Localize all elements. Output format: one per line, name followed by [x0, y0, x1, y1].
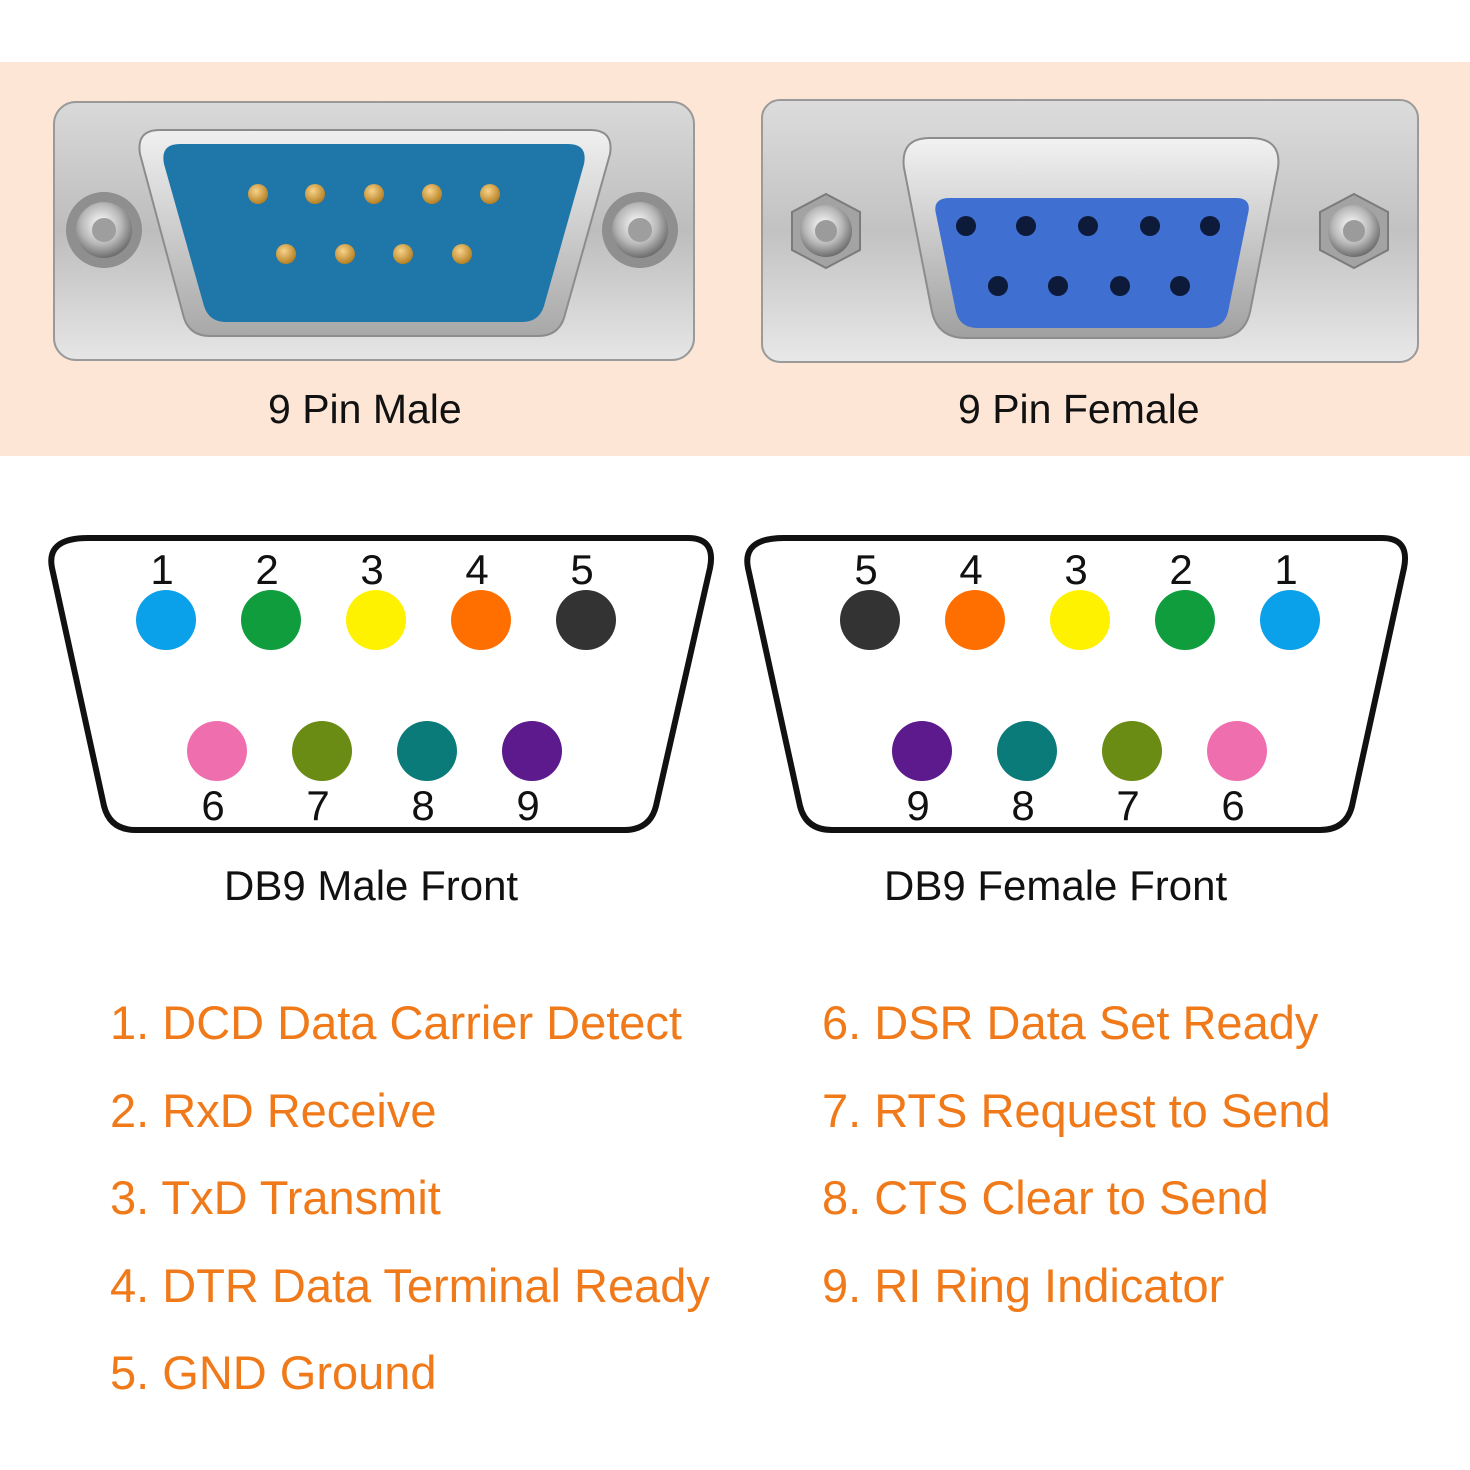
- male-pin-number-9: 9: [516, 782, 539, 829]
- male-pin-2: [241, 590, 301, 650]
- female-photo-label: 9 Pin Female: [958, 386, 1200, 432]
- male-pin-7: [292, 721, 352, 781]
- female-pin-number-4: 4: [959, 546, 982, 593]
- female-pin-7: [1102, 721, 1162, 781]
- female-pin-6: [1207, 721, 1267, 781]
- pin-legend-item: 8. CTS Clear to Send: [822, 1171, 1269, 1224]
- pin-legend-item: 2. RxD Receive: [110, 1083, 437, 1137]
- pin-legend-item: 1. DCD Data Carrier Detect: [110, 996, 682, 1049]
- male-pin-3: [346, 590, 406, 650]
- female-pin-8: [997, 721, 1057, 781]
- female-front-label: DB9 Female Front: [884, 862, 1228, 909]
- female-connector-photo: [760, 98, 1420, 364]
- female-pin-number-3: 3: [1064, 546, 1087, 593]
- male-front-label: DB9 Male Front: [224, 862, 519, 909]
- female-pin-number-2: 2: [1169, 546, 1192, 593]
- male-pin-9: [502, 721, 562, 781]
- female-pin-2: [1155, 590, 1215, 650]
- male-pin-number-3: 3: [360, 546, 383, 593]
- pin-legend-item: 5. GND Ground: [110, 1346, 437, 1399]
- female-pin-number-1: 1: [1274, 546, 1297, 593]
- female-pin-4: [945, 590, 1005, 650]
- male-connector-photo: [52, 100, 696, 362]
- pinout-diagrams: 1 2 3 4 5 6 7 8 9 5 4 3 2 1 9 8 7 6: [48, 535, 1408, 833]
- female-pin-9: [892, 721, 952, 781]
- pin-legend-item: 3. TxD Transmit: [110, 1171, 441, 1224]
- female-pin-number-5: 5: [854, 546, 877, 593]
- male-pin-1: [136, 590, 196, 650]
- male-photo-label: 9 Pin Male: [268, 386, 462, 432]
- pin-legend-item: 6. DSR Data Set Ready: [822, 996, 1319, 1049]
- male-pin-number-6: 6: [201, 782, 224, 829]
- male-pin-number-7: 7: [306, 782, 329, 829]
- male-pin-5: [556, 590, 616, 650]
- female-pin-number-9: 9: [906, 782, 929, 829]
- pin-legend-item: 4. DTR Data Terminal Ready: [110, 1258, 710, 1312]
- female-pin-number-8: 8: [1011, 782, 1034, 829]
- male-pin-6: [187, 721, 247, 781]
- female-pin-3: [1050, 590, 1110, 650]
- male-pin-4: [451, 590, 511, 650]
- male-pin-8: [397, 721, 457, 781]
- female-pin-number-6: 6: [1221, 782, 1244, 829]
- pin-legend-item: 7. RTS Request to Send: [822, 1083, 1331, 1137]
- pin-legend-left: 1. DCD Data Carrier Detect 2. RxD Receiv…: [110, 998, 710, 1436]
- male-pin-number-1: 1: [150, 546, 173, 593]
- male-pin-number-5: 5: [570, 546, 593, 593]
- female-pin-1: [1260, 590, 1320, 650]
- female-pin-number-7: 7: [1116, 782, 1139, 829]
- pin-legend-item: 9. RI Ring Indicator: [822, 1258, 1225, 1312]
- female-pin-5: [840, 590, 900, 650]
- male-pin-number-2: 2: [255, 546, 278, 593]
- male-pin-number-4: 4: [465, 546, 488, 593]
- male-pin-number-8: 8: [411, 782, 434, 829]
- pin-legend-right: 6. DSR Data Set Ready 7. RTS Request to …: [822, 998, 1331, 1348]
